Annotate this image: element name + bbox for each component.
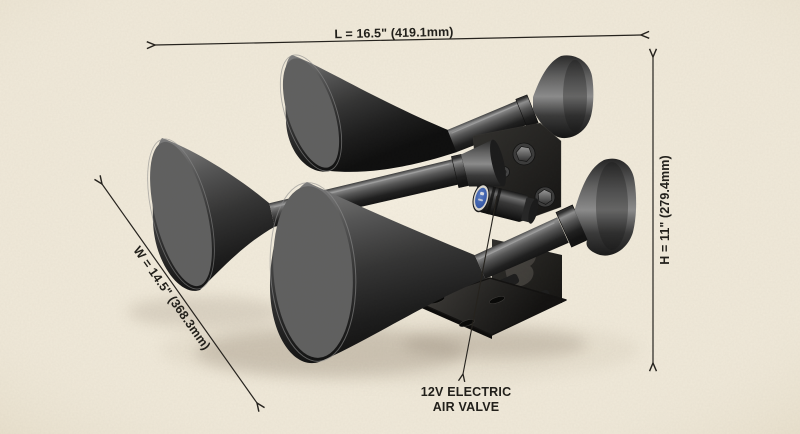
height-label: H = 11" (279.4mm) (658, 155, 672, 264)
dimension-length: L = 16.5" (419.1mm) (155, 25, 641, 45)
callout-leader-line (463, 195, 498, 374)
callout-line2: AIR VALVE (433, 400, 500, 414)
dimension-height: H = 11" (279.4mm) (653, 57, 672, 363)
length-arrow-line (155, 35, 641, 45)
callout-line1: 12V ELECTRIC (421, 385, 512, 399)
length-label: L = 16.5" (419.1mm) (334, 25, 453, 41)
valve-callout: 12V ELECTRIC AIR VALVE (421, 195, 512, 414)
width-arrow-line (102, 184, 257, 403)
